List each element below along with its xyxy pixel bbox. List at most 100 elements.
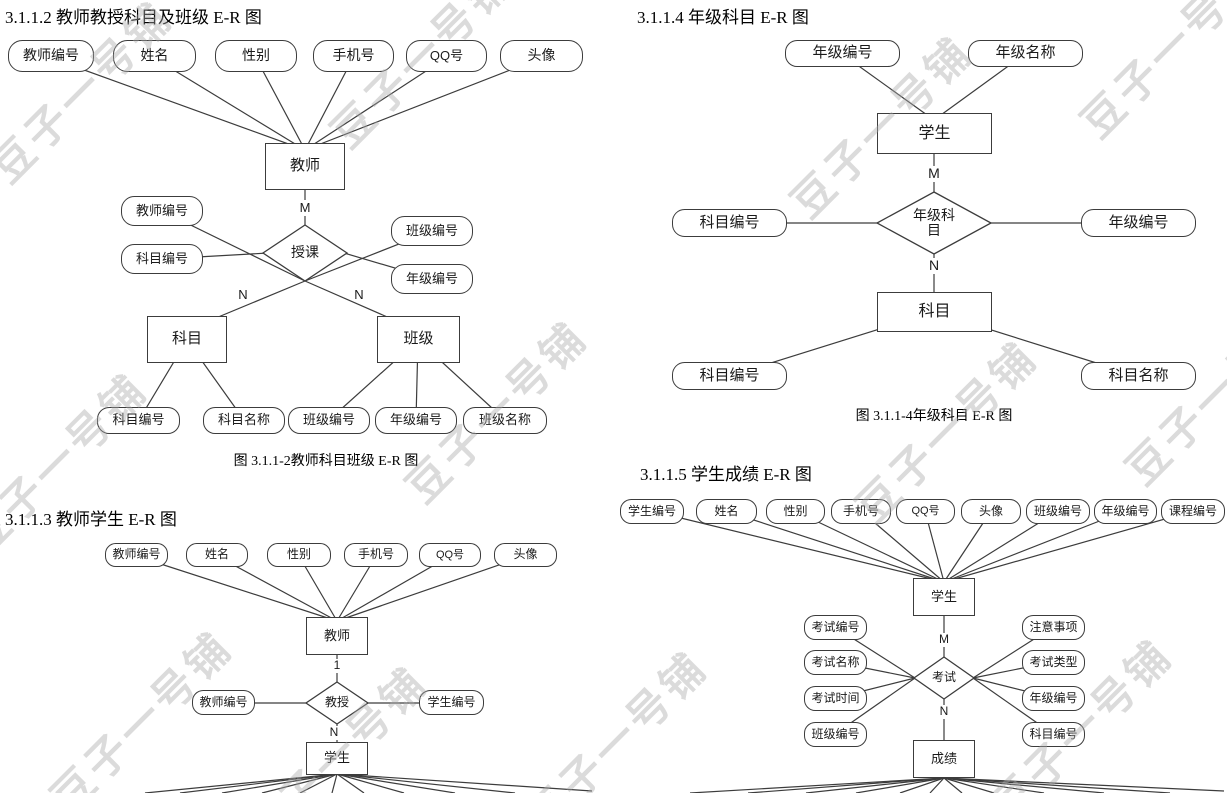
attribute-ellipse: 注意事项: [1022, 615, 1085, 640]
attribute-ellipse: 性别: [267, 543, 331, 567]
attribute-ellipse: 教师编号: [105, 543, 168, 567]
cardinality-label: N: [937, 705, 951, 719]
attribute-ellipse: 科目名称: [203, 407, 285, 434]
connector-line: [855, 777, 945, 793]
connector-line: [221, 773, 338, 793]
attribute-ellipse: 教师编号: [8, 40, 94, 72]
attribute-ellipse: 科目编号: [672, 209, 787, 237]
section-heading-3114: 3.1.1.4 年级科目 E-R 图: [637, 8, 809, 27]
cardinality-label: N: [327, 726, 341, 740]
connector-line: [304, 57, 542, 151]
connector-line: [943, 777, 1171, 793]
attribute-ellipse: 班级编号: [288, 407, 370, 434]
attribute-ellipse: 考试时间: [804, 686, 867, 711]
connector-line: [135, 555, 338, 622]
attribute-ellipse: 头像: [500, 40, 583, 72]
cardinality-label: N: [925, 258, 943, 274]
connector-line: [943, 777, 963, 793]
attribute-ellipse: 年级编号: [1022, 686, 1085, 711]
attribute-ellipse: 考试编号: [804, 615, 867, 640]
connector-line: [179, 773, 338, 793]
figure-caption-3112: 图 3.1.1-2教师科目班级 E-R 图: [233, 454, 419, 469]
attribute-ellipse: 班级名称: [463, 407, 547, 434]
relationship-label: 授课: [290, 244, 319, 261]
attribute-ellipse: 考试类型: [1022, 650, 1085, 675]
connector-line: [336, 555, 526, 622]
attribute-ellipse: 班级编号: [1026, 499, 1090, 524]
connector-line: [805, 777, 945, 793]
connector-line: [943, 510, 1126, 583]
connector-line: [651, 510, 945, 583]
relationship-label: 教授: [324, 695, 349, 710]
attribute-ellipse: QQ号: [896, 499, 955, 524]
connector-line: [255, 57, 306, 151]
connector-line: [929, 777, 945, 793]
attribute-ellipse: 学生编号: [419, 690, 484, 715]
entity-box: 教师: [265, 143, 345, 190]
entity-box: 学生: [913, 578, 975, 616]
cardinality-label: M: [937, 632, 951, 647]
section-heading-3113: 3.1.1.3 教师学生 E-R 图: [5, 510, 177, 529]
section-heading-3115: 3.1.1.5 学生成绩 E-R 图: [640, 465, 812, 484]
attribute-ellipse: 考试名称: [804, 650, 867, 675]
relationship-diamond: [304, 681, 370, 725]
relationship-diamond: [912, 656, 976, 700]
relationship-diamond: [261, 224, 349, 282]
attribute-ellipse: 头像: [494, 543, 557, 567]
figure-caption-3114: 图 3.1.1-4年级科目 E-R 图: [855, 409, 1013, 424]
entity-box: 科目: [147, 316, 227, 363]
cardinality-label: M: [925, 166, 943, 182]
attribute-ellipse: 班级编号: [391, 216, 473, 246]
relationship-diamond: [875, 191, 993, 255]
entity-box: 学生: [877, 113, 992, 154]
connector-line: [336, 773, 405, 793]
attribute-ellipse: 手机号: [344, 543, 408, 567]
connector-line: [943, 777, 1105, 793]
cardinality-label: N: [238, 287, 248, 303]
attribute-ellipse: 姓名: [696, 499, 757, 524]
attribute-ellipse: 姓名: [113, 40, 196, 72]
connector-line: [50, 57, 306, 151]
connector-line: [336, 773, 456, 793]
relationship-label: 考试: [931, 670, 956, 685]
attribute-ellipse: 班级编号: [804, 722, 867, 747]
connector-line: [943, 777, 1225, 792]
attribute-ellipse: 年级编号: [785, 40, 900, 67]
attribute-ellipse: 科目编号: [672, 362, 787, 390]
attribute-ellipse: QQ号: [406, 40, 487, 72]
attribute-ellipse: 性别: [215, 40, 297, 72]
attribute-ellipse: QQ号: [419, 543, 481, 567]
connector-line: [144, 773, 338, 793]
attribute-ellipse: 科目名称: [1081, 362, 1196, 390]
attribute-ellipse: 年级编号: [375, 407, 457, 434]
attribute-ellipse: 手机号: [831, 499, 891, 524]
attribute-ellipse: 学生编号: [620, 499, 684, 524]
attribute-ellipse: 科目编号: [1022, 722, 1085, 747]
connector-line: [261, 773, 338, 793]
connector-line: [943, 777, 995, 793]
attribute-ellipse: 年级编号: [1094, 499, 1157, 524]
connector-line: [304, 57, 354, 151]
connector-line: [336, 773, 365, 793]
cardinality-label: 1: [330, 659, 344, 673]
connector-line: [331, 773, 338, 793]
connector-line: [336, 773, 516, 793]
connector-line: [943, 777, 1045, 793]
connector-line: [304, 57, 447, 151]
attribute-ellipse: 课程编号: [1161, 499, 1225, 524]
connector-line: [153, 57, 306, 151]
section-heading-3112: 3.1.1.2 教师教授科目及班级 E-R 图: [5, 8, 262, 27]
entity-box: 成绩: [913, 740, 975, 778]
attribute-ellipse: 教师编号: [192, 690, 255, 715]
attribute-ellipse: 科目编号: [97, 407, 180, 434]
entity-box: 班级: [377, 316, 460, 363]
connector-line: [794, 510, 945, 583]
attribute-ellipse: 手机号: [313, 40, 394, 72]
attribute-ellipse: 教师编号: [121, 196, 203, 226]
connector-line: [747, 777, 945, 793]
entity-box: 科目: [877, 292, 992, 332]
connector-line: [943, 510, 1194, 583]
connector-line: [725, 510, 945, 583]
entity-box: 学生: [306, 742, 368, 775]
